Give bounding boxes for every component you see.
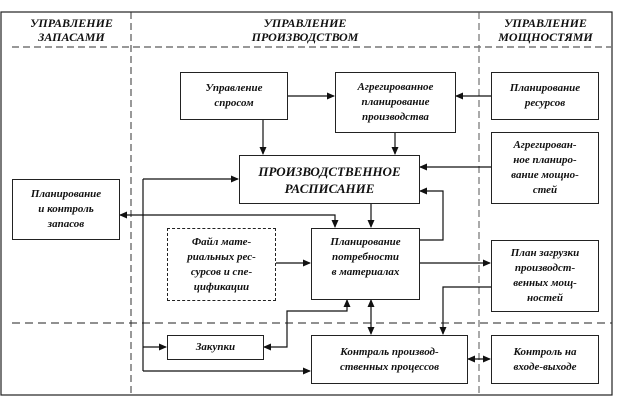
box-bom-file[interactable]: Файл мате- риальных рес- сурсов и спе- ц…	[167, 228, 276, 301]
column-header-capacity: УПРАВЛЕНИЕ МОЩНОСТЯМИ	[498, 16, 593, 44]
box-master-production-schedule[interactable]: ПРОИЗВОДСТВЕННОЕ РАСПИСАНИЕ	[239, 155, 420, 204]
box-mrp[interactable]: Планирование потребности в материалах	[311, 228, 420, 300]
arrow-mrp-feedback-to-mps	[419, 187, 444, 241]
box-purchasing[interactable]: Закупки	[167, 335, 264, 360]
arrow-mrp-purchasing	[263, 299, 351, 351]
box-aggregate-production-planning[interactable]: Агрегированное планирование производства	[335, 72, 456, 133]
outer-frame	[0, 11, 613, 396]
box-input-output-control[interactable]: Контроль на входе-выходе	[491, 335, 599, 384]
arrow-load-plan-to-production-control	[439, 286, 491, 335]
arrow-inventory-to-mrp	[119, 211, 339, 228]
box-inventory-planning-control[interactable]: Планирование и контроль запасов	[12, 179, 120, 240]
box-production-control[interactable]: Контраль производ- ственных процессов	[311, 335, 468, 384]
box-demand-management[interactable]: Управление спросом	[180, 72, 288, 120]
box-capacity-load-plan[interactable]: План загрузки производст- венных мощ- но…	[491, 240, 599, 312]
box-resource-planning[interactable]: Планирование ресурсов	[491, 72, 599, 120]
box-aggregate-capacity-planning[interactable]: Агрегирован- ное планиро- вание мощно- с…	[491, 132, 599, 204]
column-header-production: УПРАВЛЕНИЕ ПРОИЗВОДСТВОМ	[251, 16, 359, 44]
column-header-inventory: УПРАВЛЕНИЕ ЗАПАСАМИ	[30, 16, 113, 44]
